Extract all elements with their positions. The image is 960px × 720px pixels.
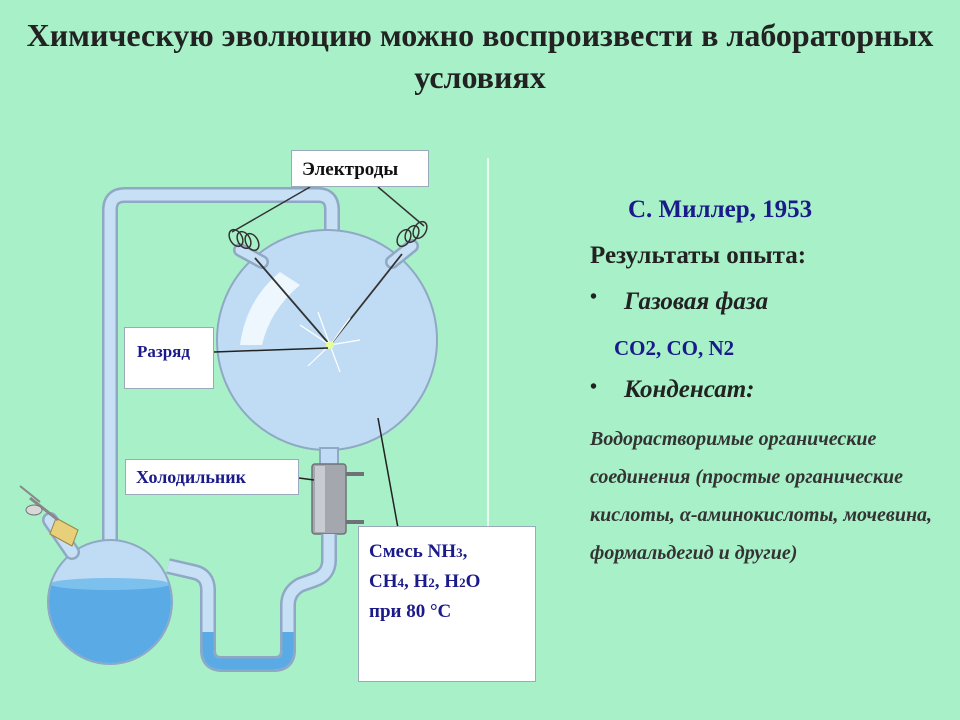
page-title: Химическую эволюцию можно воспроизвести … bbox=[26, 17, 934, 95]
mixture-line-3: при 80 °С bbox=[369, 601, 452, 622]
gas-list: CO2, CO, N2 bbox=[614, 336, 735, 360]
mixture-line-2: CH4, H2, H2O bbox=[369, 571, 481, 592]
mixture-label: Смесь NH3, CH4, H2, H2O при 80 °С bbox=[358, 526, 536, 682]
right-coil bbox=[396, 220, 428, 248]
discharge-pointer bbox=[213, 347, 329, 353]
discharge-label: Разряд bbox=[124, 327, 214, 389]
mixture-line-1: Смесь NH3, bbox=[369, 541, 468, 562]
electrode-lead-right bbox=[377, 186, 425, 227]
cooler-pointer bbox=[298, 477, 315, 481]
u-trap-water bbox=[202, 632, 294, 670]
stopcock bbox=[29, 496, 59, 522]
electrodes-label: Электроды bbox=[291, 150, 429, 187]
bullet-icon: • bbox=[590, 286, 598, 308]
stopcock-handle bbox=[25, 504, 43, 516]
gas-phase-heading: Газовая фаза bbox=[624, 288, 769, 315]
electrode-lead-left bbox=[231, 186, 311, 233]
author-year: С. Миллер, 1953 bbox=[628, 196, 813, 223]
return-tube bbox=[166, 534, 337, 672]
electrode-left bbox=[254, 257, 331, 346]
flask-stopper bbox=[49, 517, 79, 547]
electrode-right bbox=[329, 253, 403, 346]
condensate-heading: Конденсат: bbox=[624, 376, 755, 403]
flask-water bbox=[49, 584, 171, 663]
left-coil bbox=[228, 228, 260, 252]
results-heading: Результаты опыта: bbox=[590, 242, 807, 269]
mixture-pointer bbox=[377, 417, 399, 529]
cooler-label: Холодильник bbox=[125, 459, 299, 495]
bullet-icon: • bbox=[590, 376, 598, 398]
glass-highlight bbox=[240, 272, 300, 345]
condensate-description: Водорастворимые органические соединения … bbox=[590, 428, 933, 564]
